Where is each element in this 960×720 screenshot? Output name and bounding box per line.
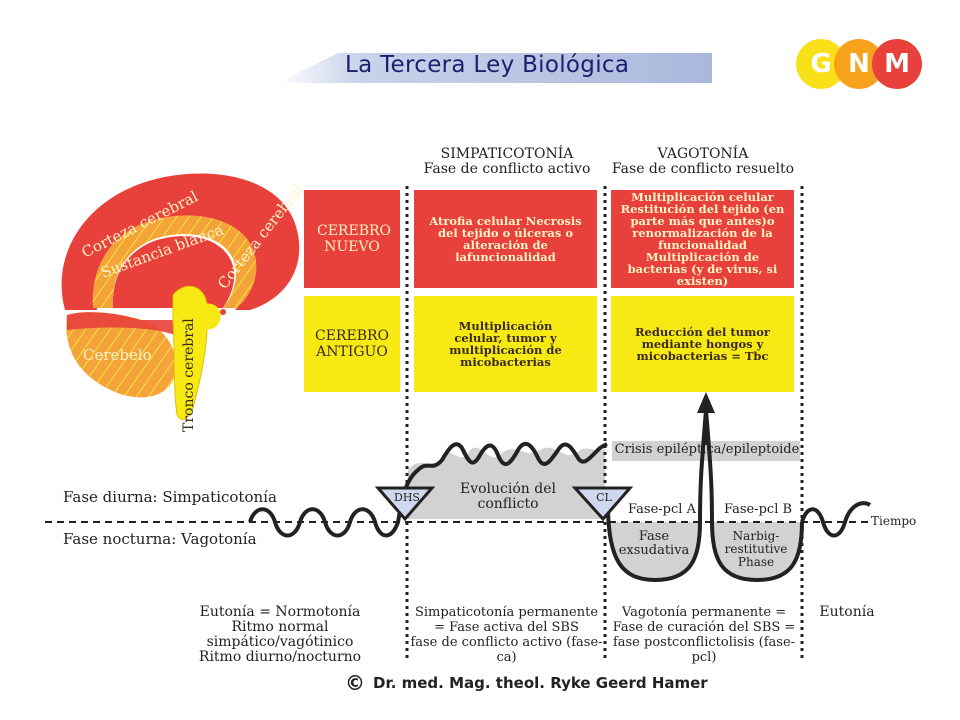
fase-diurna-label: Fase diurna: Simpaticotonía: [63, 488, 277, 506]
cortex-shape: [61, 173, 300, 310]
nuevo-simp-box: Atrofia celular Necrosis del tejido o úl…: [414, 190, 597, 288]
fase-nocturna-label: Fase nocturna: Vagotonía: [63, 530, 257, 548]
brainstem-shape: [172, 285, 208, 420]
white-matter-shape: [92, 215, 257, 308]
eutonia-right-text: Eutonía: [819, 604, 875, 620]
cerebro-nuevo-label: CEREBRO NUEVO: [317, 223, 391, 255]
eutonia-left-line1: Eutonía = Normotonía: [199, 604, 361, 620]
narbig-label: Narbig- restitutive Phase: [724, 529, 788, 569]
vago-subtitle: Fase de conflicto resuelto: [611, 161, 795, 177]
vago-bottom-line3: fase postconflictolisis (fase-pcl): [612, 635, 796, 665]
copyright-symbol: ©: [345, 671, 365, 695]
cerebellum-shape: [66, 312, 176, 398]
antiguo-vago-box: Reducción del tumor mediante hongos y mi…: [611, 296, 794, 392]
eutonia-left-line3: Ritmo diurno/nocturno: [198, 649, 362, 665]
cl-triangle: [571, 486, 634, 522]
simp-bottom-text: Simpaticotonía permanente = Fase activa …: [404, 605, 609, 665]
title-banner: [278, 53, 712, 83]
tiempo-label: Tiempo: [871, 514, 917, 528]
copyright: © Dr. med. Mag. theol. Ryke Geerd Hamer: [345, 671, 708, 695]
fase-pcl-b-area: [712, 522, 802, 580]
eutonia-left-text: Eutonía = Normotonía Ritmo normal simpát…: [160, 605, 400, 665]
evolucion-label: Evolución del conflicto: [460, 481, 556, 512]
logo-letter-m: M: [872, 39, 922, 89]
page-title: La Tercera Ley Biológica: [345, 52, 630, 78]
brain-illustration: Corteza cerebral Sustancia blanca Cortez…: [61, 173, 307, 432]
crisis-label: Crisis epiléptica/epileptoide: [614, 442, 800, 457]
vago-bottom-text: Vagotonía permanente = Fase de curación …: [604, 605, 804, 665]
vago-header: VAGOTONÍA Fase de conflicto resuelto: [608, 147, 798, 177]
nuevo-vago-box: Multiplicación celular Restitución del t…: [611, 190, 794, 288]
fase-pcl-a-label: Fase-pcl A: [628, 502, 696, 517]
crisis-band: [612, 441, 800, 461]
vago-title: VAGOTONÍA: [657, 146, 749, 162]
fase-pcl-a-area: [610, 522, 700, 580]
fase-pcl-b-label: Fase-pcl B: [723, 502, 793, 517]
antiguo-simp-box: Multiplicación celular, tumor y multipli…: [414, 296, 597, 392]
dhs-label: DHS: [394, 491, 420, 504]
author-name: Dr. med. Mag. theol. Ryke Geerd Hamer: [373, 674, 708, 692]
normal-wave-right: [800, 501, 872, 538]
exsudativa-label: Fase exsudativa: [618, 529, 690, 558]
simp-bottom-line3: fase de conflicto activo (fase-ca): [410, 635, 603, 665]
cerebro-antiguo-label: CEREBRO ANTIGUO: [315, 328, 389, 360]
simp-header: SIMPATICOTONÍA Fase de conflicto activo: [412, 147, 602, 177]
vago-bottom-line1: Vagotonía permanente =: [621, 605, 787, 620]
cl-label: CL: [596, 491, 612, 504]
tronco-label: Tronco cerebral: [181, 318, 197, 432]
crisis-arrow: [697, 392, 715, 413]
gnm-logo: G N M: [796, 36, 926, 92]
nuevo-simp-text: Atrofia celular Necrosis del tejido o úl…: [429, 214, 582, 264]
eutonia-left-line2: Ritmo normal simpático/vagótinico: [206, 619, 354, 650]
antiguo-simp-text: Multiplicación celular, tumor y multipli…: [449, 319, 562, 369]
simp-subtitle: Fase de conflicto activo: [423, 161, 591, 177]
antiguo-vago-text: Reducción del tumor mediante hongos y mi…: [635, 325, 770, 363]
cerebro-nuevo-box: CEREBRO NUEVO: [304, 190, 400, 288]
cerebro-antiguo-box: CEREBRO ANTIGUO: [304, 296, 400, 392]
simp-bottom-line1: Simpaticotonía permanente: [414, 605, 599, 620]
normal-wave-left: [248, 507, 400, 538]
nuevo-vago-text: Multiplicación celular Restitución del t…: [620, 190, 785, 288]
cerebelo-label: Cerebelo: [83, 346, 152, 364]
dhs-triangle: [374, 486, 436, 522]
active-wave: [396, 441, 608, 523]
vago-bottom-line2: Fase de curación del SBS =: [612, 620, 796, 635]
simp-bottom-line2: = Fase activa del SBS: [434, 620, 579, 635]
logo-letter-g: G: [796, 39, 846, 89]
evolucion-area: [408, 447, 605, 519]
simp-title: SIMPATICOTONÍA: [440, 146, 574, 162]
